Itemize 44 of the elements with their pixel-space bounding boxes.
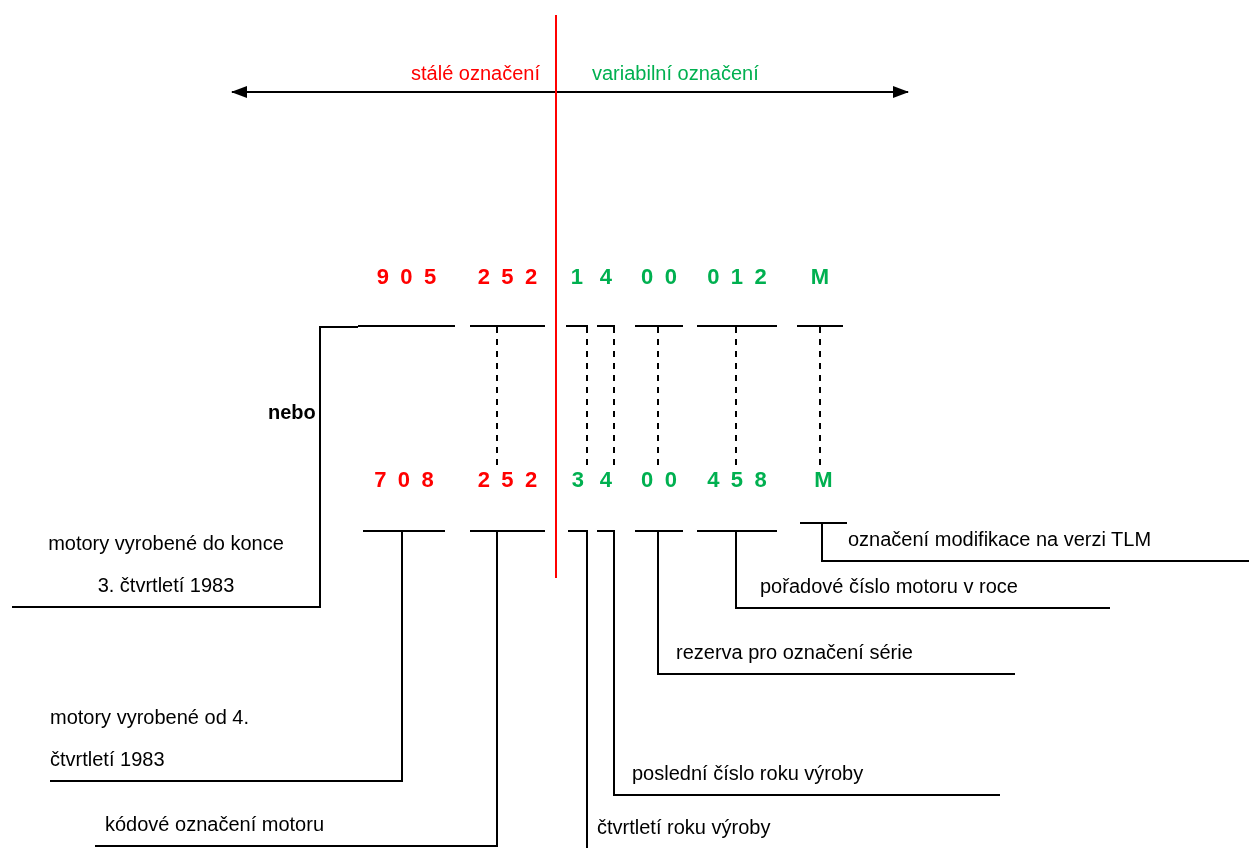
code-digits: 2 5 2 (476, 263, 540, 291)
leader-line (319, 326, 359, 609)
description-text-block (658, 643, 1015, 675)
code-digits: 1 (569, 263, 586, 291)
description-text: rezerva pro označení série (676, 640, 913, 665)
code-digits: 4 (598, 263, 615, 291)
dashed-connector (735, 326, 737, 466)
leader-line (613, 531, 615, 797)
code-digits: 0 0 (640, 263, 680, 291)
description-text: kódové označení motoru (105, 812, 325, 837)
alternative-label: nebo (268, 400, 316, 425)
description-text-block (614, 764, 1000, 796)
description-text-block (736, 577, 1110, 609)
description-text: motory vyrobené do konce 3. čtvrtletí 1983 (48, 531, 284, 598)
section-label: stálé označení (410, 61, 540, 86)
dashed-connector (819, 326, 823, 466)
code-digits: 0 1 2 (706, 263, 770, 291)
code-digits: 4 5 8 (706, 466, 770, 494)
code-digits: M (813, 466, 836, 494)
description-text-block (822, 530, 1249, 562)
dashed-connector (496, 326, 498, 466)
dashed-connector (657, 326, 659, 466)
dashed-connector (613, 326, 615, 466)
code-digits: 3 (570, 466, 587, 494)
code-digits: 4 (598, 466, 615, 494)
description-text: motory vyrobené od 4. čtvrtletí 1983 (50, 705, 250, 772)
leader-line (657, 531, 659, 676)
description-text: čtvrtletí roku výroby (597, 815, 771, 840)
leader-line (401, 531, 403, 783)
description-text: pořadové číslo motoru v roce (760, 574, 1018, 599)
code-digits: 0 0 (640, 466, 680, 494)
description-text: označení modifikace na verzi TLM (848, 527, 1152, 552)
description-text-block (95, 818, 497, 847)
code-digits: 7 0 8 (373, 466, 437, 494)
code-digits: M (809, 263, 832, 291)
code-digits: 9 0 5 (375, 263, 439, 291)
section-label: variabilní označení (592, 61, 759, 86)
leader-line (586, 531, 588, 849)
dashed-connector (586, 326, 588, 466)
leader-line (821, 523, 823, 563)
leader-line (496, 531, 498, 848)
code-digits: 2 5 2 (476, 466, 540, 494)
description-text: poslední číslo roku výroby (632, 761, 864, 786)
leader-line (735, 531, 737, 610)
